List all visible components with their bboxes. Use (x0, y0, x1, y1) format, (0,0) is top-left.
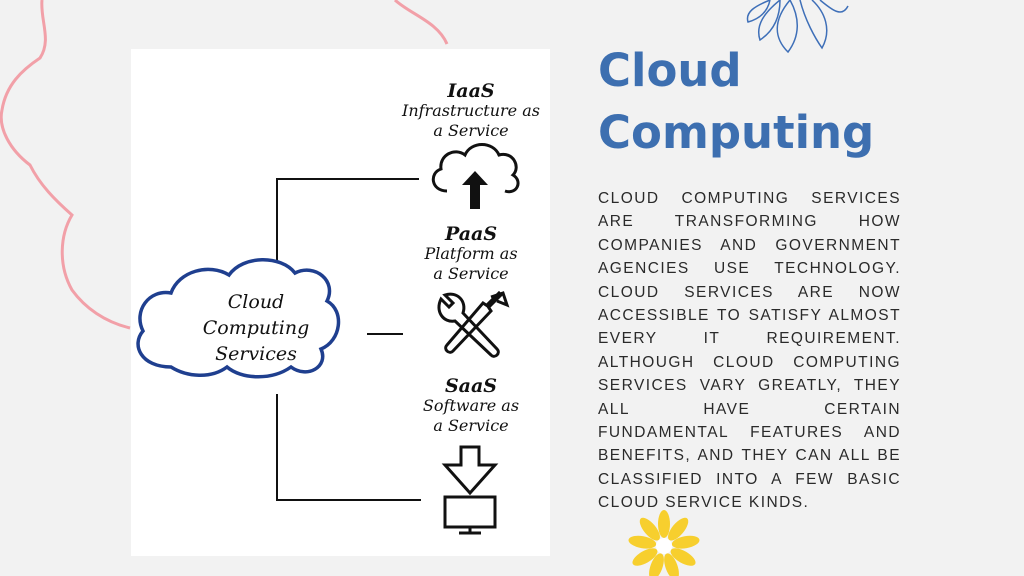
cloud-upload-icon (431, 143, 520, 209)
service-paas-title: PaaS (444, 223, 498, 245)
service-iaas-label: IaaS Infrastructure as a Service (391, 81, 551, 141)
cloud-shape (136, 258, 341, 379)
cloud-center-line1: Cloud (227, 291, 285, 313)
connector-lines (276, 178, 421, 501)
cloud-center-label: Cloud Computing Services (171, 289, 341, 367)
service-saas-label: SaaS Software as a Service (391, 376, 551, 436)
slide-title-line2: Computing (598, 106, 875, 159)
slide-title: Cloud Computing (598, 40, 998, 164)
cloud-center-line3: Services (215, 343, 297, 365)
download-monitor-icon (441, 445, 499, 535)
service-paas-line1: Platform as (424, 244, 518, 263)
service-saas-line2: a Service (433, 416, 509, 435)
cloud-services-diagram: IaaS Infrastructure as a Service PaaS Pl… (131, 49, 550, 556)
yellow-flower-icon (628, 510, 700, 576)
service-saas-line1: Software as (422, 396, 520, 415)
blue-flower-icon (746, 0, 849, 54)
slide-body-text: CLOUD COMPUTING SERVICES ARE TRANSFORMIN… (598, 190, 901, 512)
diagram-graphics (136, 143, 520, 535)
service-iaas-line1: Infrastructure as (402, 101, 540, 120)
service-paas-label: PaaS Platform as a Service (391, 224, 551, 284)
service-saas-title: SaaS (444, 375, 498, 397)
service-paas-line2: a Service (433, 264, 509, 283)
wrench-screwdriver-icon (437, 290, 510, 358)
service-iaas-title: IaaS (447, 80, 495, 102)
service-iaas-line2: a Service (433, 121, 509, 140)
pink-flower-outline (0, 0, 449, 330)
slide-title-line1: Cloud (598, 44, 742, 97)
cloud-center-line2: Computing (202, 317, 310, 339)
